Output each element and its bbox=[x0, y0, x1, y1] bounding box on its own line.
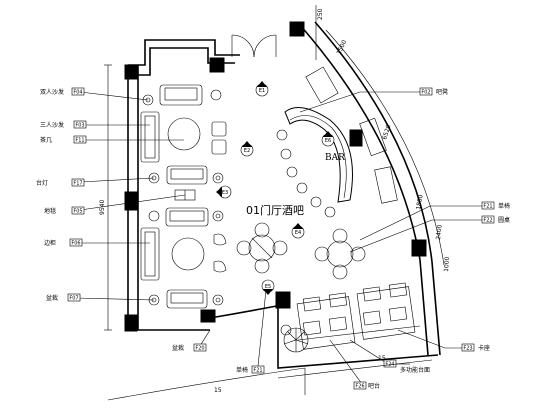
callout-sideboard: F06 边柜 bbox=[44, 238, 150, 247]
bottom-callouts: F20 盆栽 F21 单椅 bbox=[172, 289, 267, 374]
right-callouts: F02 吧凳 F21 单椅 F22 圆桌 F23 卡座 F24 bbox=[299, 87, 510, 390]
callout-triple-sofa: F03 三人沙发 bbox=[40, 120, 150, 129]
svg-text:F22: F22 bbox=[483, 218, 492, 224]
callout-square-table: F24 bbox=[349, 339, 397, 368]
svg-text:F05: F05 bbox=[73, 209, 82, 215]
svg-text:双人沙发: 双人沙发 bbox=[40, 88, 64, 96]
svg-text:F23: F23 bbox=[463, 346, 472, 352]
svg-text:F21: F21 bbox=[253, 368, 262, 374]
walls bbox=[127, 21, 441, 369]
svg-text:边柜: 边柜 bbox=[44, 239, 56, 247]
svg-text:盆栽: 盆栽 bbox=[172, 344, 184, 352]
bar-counter bbox=[276, 66, 398, 218]
svg-text:E5: E5 bbox=[265, 284, 271, 290]
svg-text:台灯: 台灯 bbox=[36, 179, 48, 187]
callout-single-chair: F21 单椅 bbox=[359, 201, 510, 241]
dim-top-right: 1500 bbox=[335, 39, 348, 56]
callout-tea-table: F11 茶几 bbox=[40, 135, 184, 144]
dimensions: 9540 250 1500 6520 1800 2400 1000 15 15 bbox=[99, 5, 451, 401]
svg-text:茶几: 茶几 bbox=[40, 136, 52, 144]
elevation-tag: E2 bbox=[240, 141, 254, 157]
dim-bottom-2: 15 bbox=[214, 387, 222, 394]
svg-text:单椅: 单椅 bbox=[498, 202, 510, 210]
svg-text:圆桌: 圆桌 bbox=[498, 216, 510, 224]
svg-text:E1: E1 bbox=[259, 88, 265, 94]
callout-carpet: F05 地毯 bbox=[44, 194, 186, 215]
svg-text:E2: E2 bbox=[244, 148, 250, 154]
elevation-tag: E6 bbox=[321, 131, 335, 147]
svg-text:F17: F17 bbox=[73, 181, 82, 187]
svg-text:F07: F07 bbox=[69, 296, 78, 302]
svg-text:E6: E6 bbox=[325, 138, 331, 144]
callout-booth: F23 卡座 bbox=[397, 329, 490, 352]
svg-text:吧台: 吧台 bbox=[368, 382, 380, 390]
callout-bar-stool: F02 吧凳 bbox=[299, 87, 448, 113]
entry-door bbox=[231, 34, 277, 58]
svg-text:吧凳: 吧凳 bbox=[436, 88, 448, 96]
callout-plant: F07 盆栽 bbox=[46, 293, 155, 302]
elevation-tag: E4 bbox=[291, 223, 305, 239]
callout-bar-counter: F26 吧台 bbox=[329, 339, 380, 390]
elevation-tags: E1 E2 E3 E4 E5 E6 bbox=[216, 81, 335, 295]
svg-text:多功能台面: 多功能台面 bbox=[400, 366, 430, 374]
dim-bottom-1: 15 bbox=[378, 355, 386, 362]
callout-chair-bottom: F21 单椅 bbox=[236, 289, 267, 374]
callout-plant-bottom: F20 盆栽 bbox=[172, 329, 211, 352]
plant bbox=[280, 324, 309, 353]
svg-text:F06: F06 bbox=[71, 241, 80, 247]
dim-right-2: 1800 bbox=[415, 194, 425, 210]
svg-text:E4: E4 bbox=[295, 230, 301, 236]
dim-right-4: 1000 bbox=[443, 256, 451, 272]
dim-right-3: 2400 bbox=[435, 224, 444, 240]
svg-text:F21: F21 bbox=[483, 204, 492, 210]
callout-lamp: F17 台灯 bbox=[36, 177, 155, 187]
callout-round-table: F22 圆桌 bbox=[349, 215, 510, 253]
dim-right-1: 6520 bbox=[381, 124, 392, 141]
elevation-tag: E5 bbox=[261, 279, 275, 295]
svg-text:E3: E3 bbox=[222, 190, 228, 196]
svg-text:F11: F11 bbox=[75, 138, 84, 144]
dining-tables bbox=[236, 222, 366, 280]
svg-text:盆栽: 盆栽 bbox=[46, 294, 58, 302]
svg-text:F26: F26 bbox=[355, 384, 364, 390]
left-callouts: F04 双人沙发 F03 三人沙发 F11 茶几 F17 台灯 F05 地毯 bbox=[36, 87, 186, 302]
round-table-2 bbox=[314, 228, 366, 280]
elevation-tag: E1 bbox=[255, 81, 269, 97]
booth-seating bbox=[296, 282, 421, 350]
svg-text:F04: F04 bbox=[73, 90, 82, 96]
svg-text:地毯: 地毯 bbox=[44, 207, 56, 215]
svg-text:卡座: 卡座 bbox=[478, 344, 490, 352]
bar-label: BAR bbox=[325, 153, 345, 163]
elevation-tag: E3 bbox=[216, 185, 232, 199]
callout-multi-counter: 多功能台面 bbox=[396, 363, 430, 374]
callout-double-sofa: F04 双人沙发 bbox=[40, 87, 149, 101]
svg-text:F03: F03 bbox=[75, 123, 84, 129]
columns bbox=[124, 21, 427, 332]
round-table-1 bbox=[236, 222, 288, 274]
svg-text:单椅: 单椅 bbox=[236, 366, 248, 374]
svg-text:F02: F02 bbox=[421, 90, 430, 96]
dim-top-left: 250 bbox=[317, 8, 324, 20]
room-label: 01门厅酒吧 bbox=[246, 203, 304, 217]
lounge-furniture bbox=[140, 84, 227, 309]
svg-text:F20: F20 bbox=[195, 346, 204, 352]
dim-left: 9540 bbox=[99, 200, 106, 215]
svg-text:三人沙发: 三人沙发 bbox=[40, 121, 64, 129]
